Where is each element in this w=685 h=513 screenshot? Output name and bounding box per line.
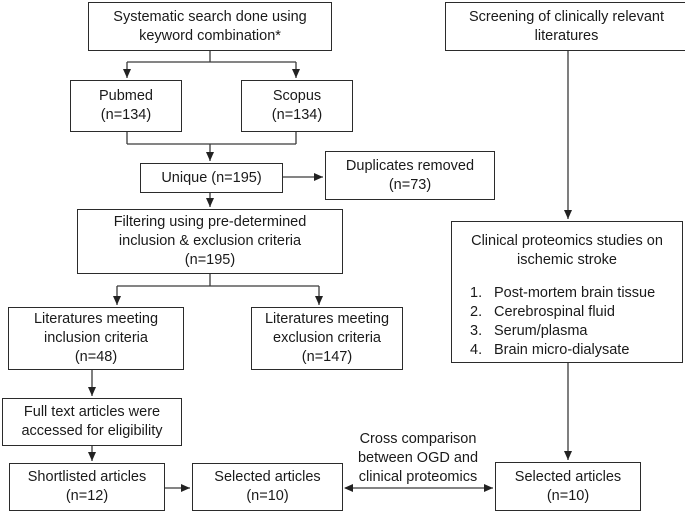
clinical-title1: Clinical proteomics studies on — [471, 233, 663, 249]
inclusion-line1: Literatures meeting — [33, 311, 159, 327]
screening-line2: literatures — [534, 27, 599, 44]
clinical-sample-list: 1.Post-mortem brain tissue 2.Cerebrospin… — [452, 284, 682, 360]
selected-mid-line1: Selected articles — [214, 469, 321, 485]
unique-box: Unique (n=195) — [140, 163, 283, 193]
pubmed-box: Pubmed (n=134) — [70, 80, 182, 132]
exclusion-box: Literatures meeting exclusion criteria (… — [251, 307, 403, 370]
exclusion-line1: Literatures meeting — [264, 311, 390, 327]
exclusion-line2: exclusion criteria — [273, 330, 381, 346]
fulltext-line1: Full text articles were — [23, 404, 161, 420]
shortlisted-box: Shortlisted articles (n=12) — [9, 463, 165, 511]
filtering-line2: inclusion & exclusion criteria — [118, 233, 302, 249]
list-item: 2.Cerebrospinal fluid — [470, 304, 615, 320]
search-box: Systematic search done using keyword com… — [88, 2, 332, 51]
clinical-title2: ischemic stroke — [517, 252, 617, 268]
fulltext-line2: accessed for eligibility — [21, 423, 163, 439]
selected-right-line1: Selected articles — [514, 468, 622, 485]
unique-label: Unique (n=195) — [161, 169, 262, 186]
screening-line1: Screening of clinically relevant — [468, 8, 665, 25]
scopus-name: Scopus — [272, 88, 322, 104]
scopus-count: (n=134) — [271, 107, 323, 123]
duplicates-line2: (n=73) — [388, 176, 432, 193]
list-item: 1.Post-mortem brain tissue — [470, 285, 656, 301]
clinical-box: Clinical proteomics studies on ischemic … — [451, 221, 683, 363]
search-line1: Systematic search done using — [113, 8, 307, 25]
shortlisted-line1: Shortlisted articles — [27, 469, 147, 485]
list-item: 3.Serum/plasma — [470, 323, 588, 339]
shortlisted-line2: (n=12) — [65, 488, 109, 504]
cross-line1: Cross comparison — [359, 431, 477, 447]
cross-line2: between OGD and — [357, 450, 479, 466]
selected-right-line2: (n=10) — [546, 487, 590, 504]
filtering-line1: Filtering using pre-determined — [113, 214, 307, 230]
cross-line3: clinical proteomics — [358, 469, 478, 485]
list-item: 4.Brain micro-dialysate — [470, 342, 630, 358]
exclusion-line3: (n=147) — [301, 349, 353, 365]
duplicates-line1: Duplicates removed — [345, 157, 475, 174]
pubmed-count: (n=134) — [100, 107, 152, 123]
fulltext-box: Full text articles were accessed for eli… — [2, 398, 182, 446]
cross-comparison-label: Cross comparison between OGD and clinica… — [343, 430, 493, 487]
clinical-title: Clinical proteomics studies on ischemic … — [471, 232, 663, 270]
selected-right-box: Selected articles (n=10) — [495, 462, 641, 511]
screening-box: Screening of clinically relevant literat… — [445, 2, 685, 51]
filtering-box: Filtering using pre-determined inclusion… — [77, 209, 343, 274]
selected-mid-box: Selected articles (n=10) — [192, 463, 343, 511]
filtering-line3: (n=195) — [184, 252, 236, 268]
inclusion-line3: (n=48) — [74, 349, 118, 365]
duplicates-box: Duplicates removed (n=73) — [325, 151, 495, 200]
pubmed-name: Pubmed — [98, 88, 153, 104]
inclusion-box: Literatures meeting inclusion criteria (… — [8, 307, 184, 370]
search-line2: keyword combination* — [139, 27, 281, 44]
inclusion-line2: inclusion criteria — [44, 330, 148, 346]
selected-mid-line2: (n=10) — [246, 488, 289, 504]
scopus-box: Scopus (n=134) — [241, 80, 353, 132]
